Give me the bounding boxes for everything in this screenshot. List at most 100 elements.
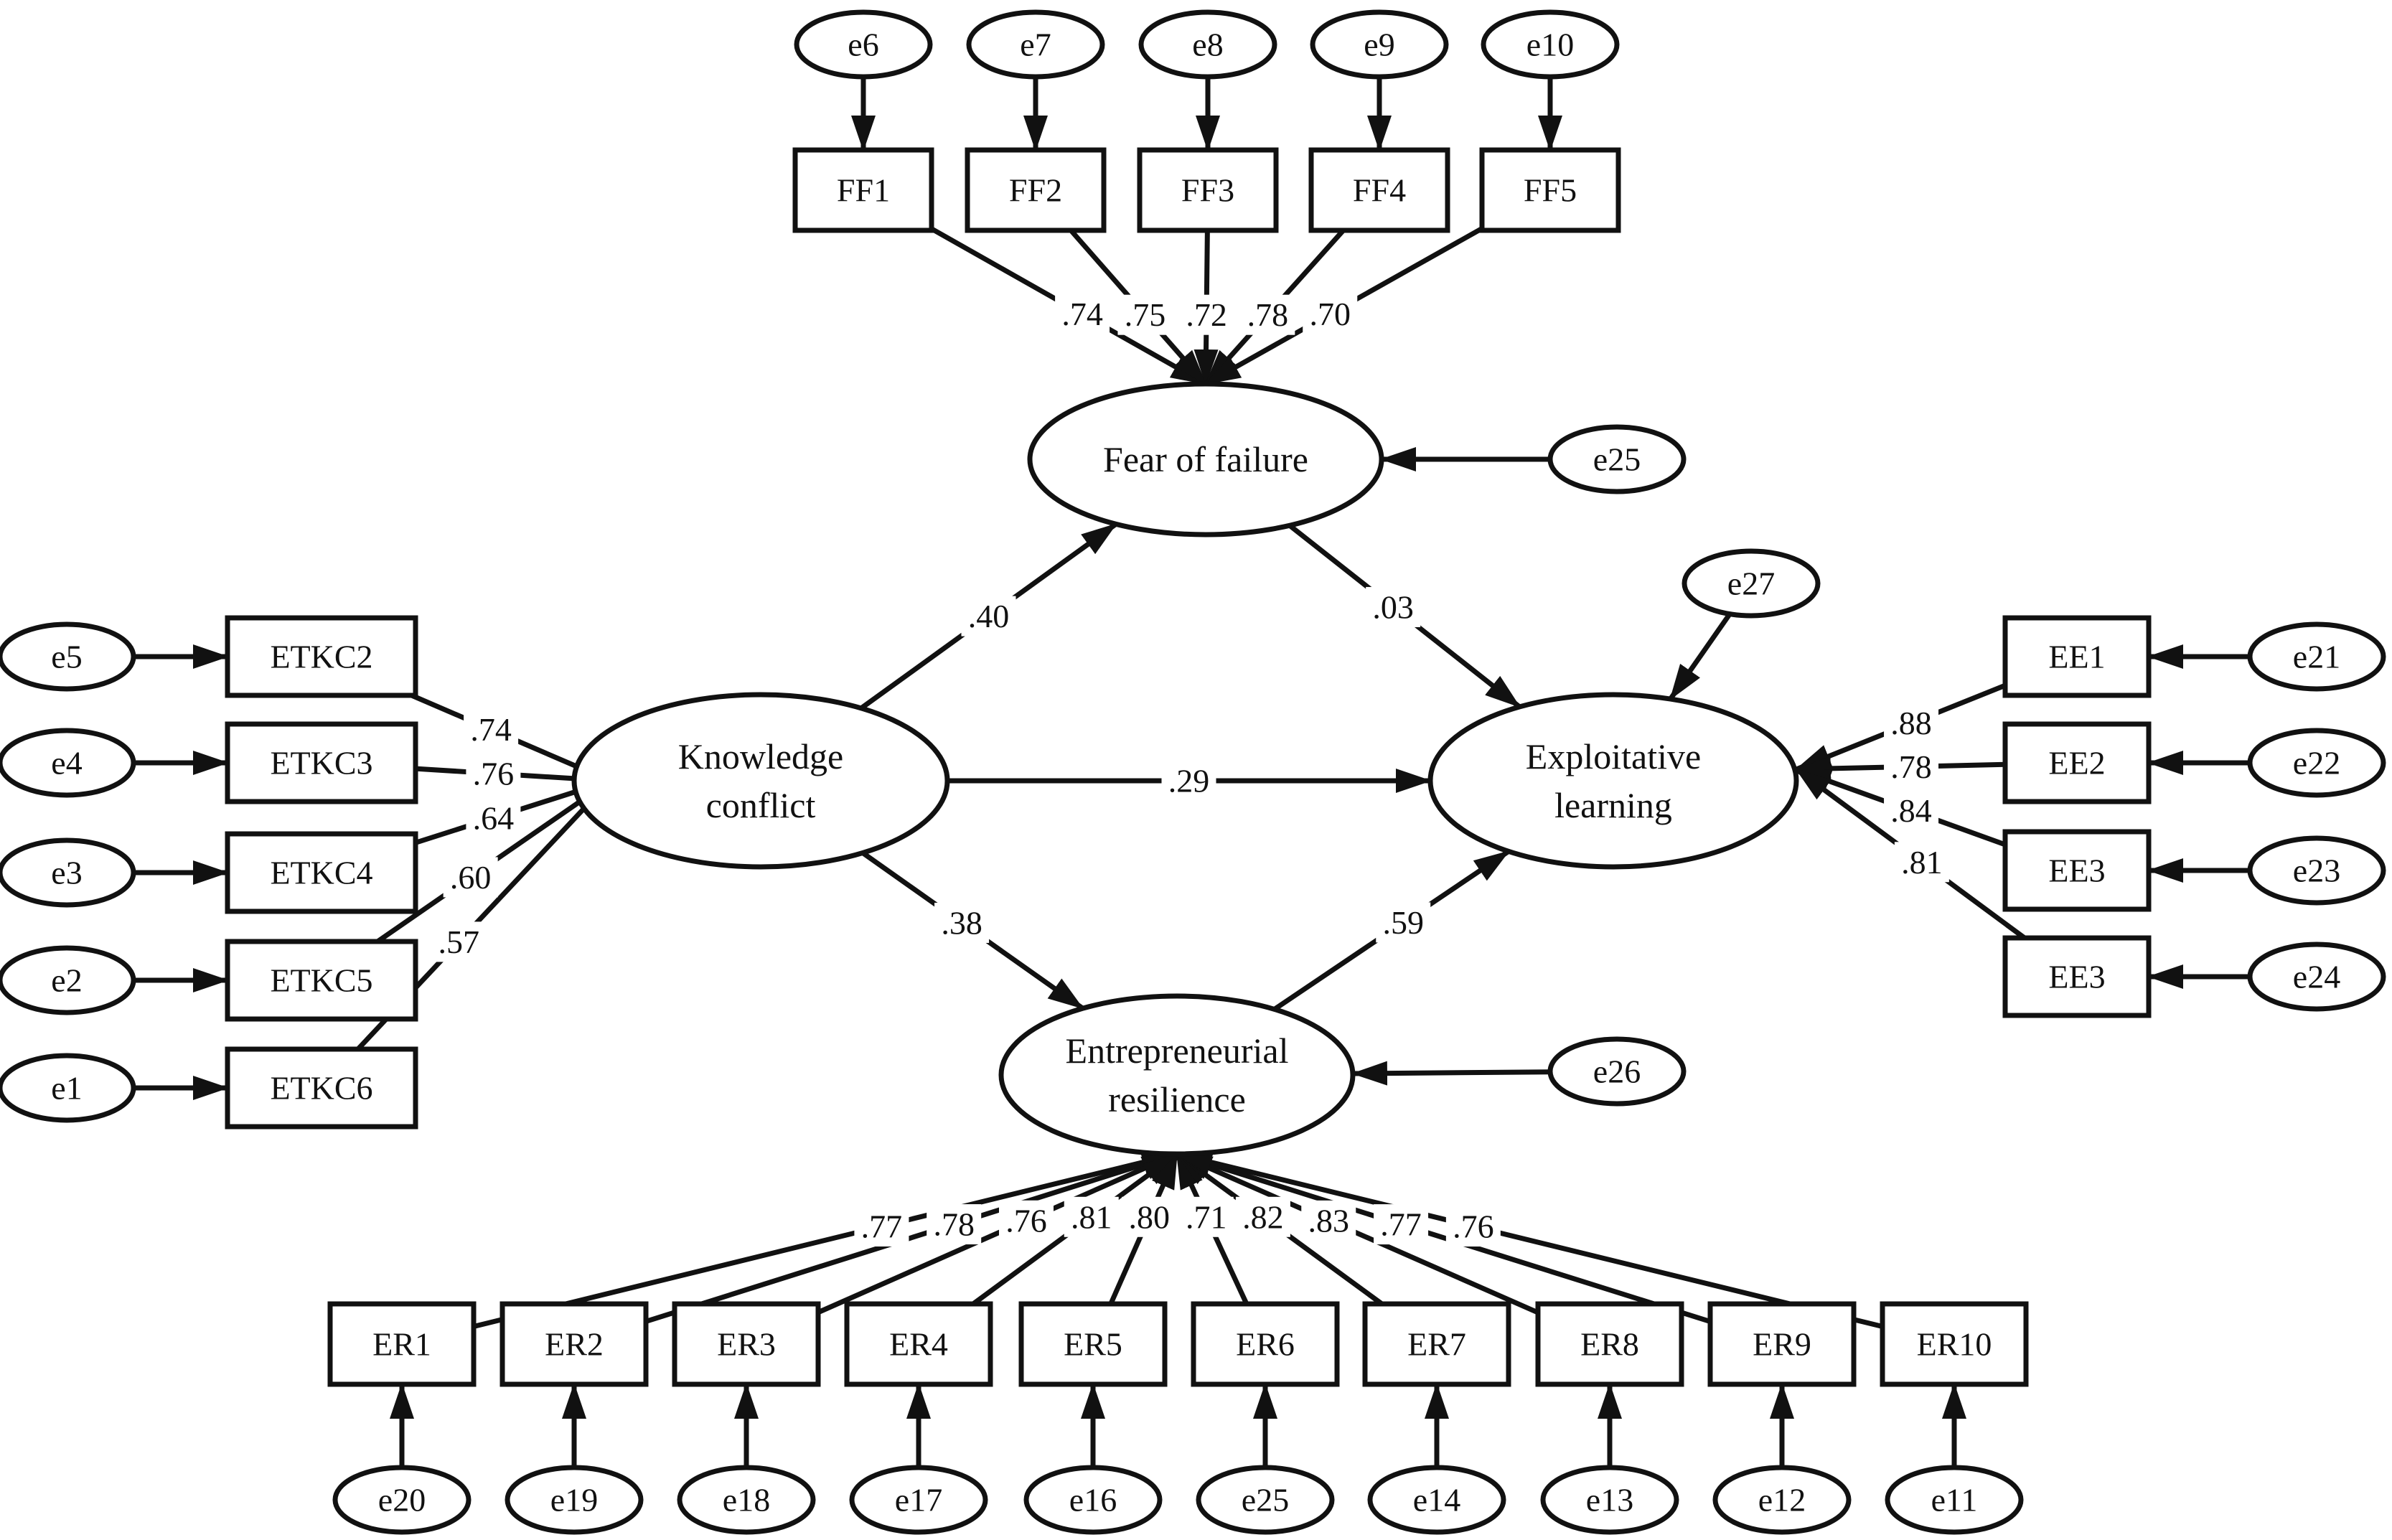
loading-ee-1-label-bg: [1884, 703, 1939, 743]
latent-knowledge-conflict: Knowledge conflict: [571, 692, 950, 870]
indicator-er6: ER6: [1191, 1301, 1340, 1387]
loading-ff4-label: .78: [1247, 296, 1289, 333]
error-e3-label: e3: [51, 855, 82, 891]
error-e13-8: e13: [1540, 1465, 1679, 1535]
error-e10-label: e10: [1526, 27, 1574, 63]
loading-ff2-label-bg: [1117, 294, 1173, 335]
indicator-etkc3: ETKC3: [225, 721, 418, 804]
error-e19-2-label: e19: [550, 1482, 598, 1518]
loading-etkc-5-label: .57: [438, 924, 479, 960]
loading-er10: [1176, 1150, 1883, 1329]
loading-er7-label-bg: [1235, 1196, 1290, 1237]
loading-er2-label: .78: [933, 1206, 975, 1243]
path-kc-to-fear-label: .40: [968, 598, 1010, 634]
loading-er3-label-bg: [999, 1200, 1054, 1241]
indicator-etkc5-label: ETKC5: [270, 962, 372, 999]
error-e2-label: e2: [51, 962, 82, 999]
loading-er6-label: .71: [1186, 1198, 1227, 1235]
loading-etkc-2-label-bg: [466, 753, 521, 794]
indicator-ff4-label: FF4: [1353, 172, 1406, 209]
indicator-etkc2-label: ETKC2: [270, 639, 372, 675]
path-er-to-el-label: .59: [1382, 904, 1424, 941]
indicator-etkc3-label: ETKC3: [270, 745, 372, 781]
indicator-er5: ER5: [1018, 1301, 1168, 1387]
indicator-ee3-4: EE3: [2002, 935, 2152, 1018]
error-e6: e6: [794, 9, 933, 80]
indicator-ff1-label: FF1: [837, 172, 890, 209]
loading-er8-label-bg: [1301, 1200, 1356, 1241]
error-e23: e23: [2247, 835, 2386, 906]
labels-layer: .40.29.38.03.59.74.75.72.78.70.74.76.64.…: [431, 294, 1949, 1247]
indicator-ff5-label: FF5: [1524, 172, 1577, 209]
latent-knowledge-conflict-label-line-1: Knowledge: [678, 736, 844, 776]
latent-exploitative-learning: Exploitative learning: [1427, 692, 1799, 870]
indicator-er10: ER10: [1880, 1301, 2029, 1387]
indicator-er9-label: ER9: [1753, 1326, 1811, 1363]
error-e17-4-label: e17: [895, 1482, 942, 1518]
error-e14-7: e14: [1367, 1465, 1506, 1535]
error-e19-2: e19: [505, 1465, 644, 1535]
error-e12-9-label: e12: [1758, 1482, 1806, 1518]
loading-ff2-label: .75: [1125, 296, 1166, 333]
path-e26-to-er: [1351, 1061, 1551, 1086]
indicator-er9: ER9: [1707, 1301, 1857, 1387]
latent-fear-of-failure: Fear of failure: [1027, 381, 1384, 537]
latent-exploitative-learning-label-line-1: Exploitative: [1526, 736, 1701, 776]
indicator-ee3-3: EE3: [2002, 829, 2152, 912]
loading-ee-3-label: .84: [1890, 792, 1932, 829]
error-e16-5: e16: [1023, 1465, 1163, 1535]
indicator-er8-label: ER8: [1580, 1326, 1639, 1363]
indicator-er10-label: ER10: [1917, 1326, 1992, 1363]
indicator-ff5: FF5: [1479, 147, 1621, 233]
loading-ee-2-label-bg: [1884, 746, 1939, 787]
error-e20-1: e20: [332, 1465, 472, 1535]
error-e25-6: e25: [1196, 1465, 1335, 1535]
latent-fear-of-failure-label-line-1: Fear of failure: [1103, 439, 1308, 479]
path-er-to-el-label-bg: [1376, 902, 1431, 943]
path-kc-to-er-label-bg: [934, 902, 990, 943]
error-e12-9: e12: [1712, 1465, 1852, 1535]
indicator-er4: ER4: [844, 1301, 993, 1387]
loading-ff1-label: .74: [1061, 296, 1103, 332]
indicator-ee3-4-label: EE3: [2048, 959, 2105, 995]
error-e5-label: e5: [51, 639, 82, 675]
loading-er3-label: .76: [1005, 1202, 1047, 1239]
loading-ff5-label: .70: [1310, 296, 1351, 332]
loading-er9-label: .77: [1380, 1206, 1422, 1243]
loading-ee-2-label: .78: [1890, 748, 1932, 785]
loading-er9: [1176, 1151, 1712, 1324]
latent-exploitative-learning-label-line-2: learning: [1554, 785, 1672, 825]
loading-ff5-label-bg: [1303, 294, 1358, 334]
loading-er8-label: .83: [1308, 1202, 1350, 1239]
loading-er1-label: .77: [861, 1208, 903, 1244]
indicator-er3: ER3: [672, 1301, 821, 1387]
indicator-er2-label: ER2: [545, 1326, 604, 1363]
latent-knowledge-conflict-label-line-2: conflict: [706, 785, 816, 825]
error-e21-label: e21: [2293, 639, 2340, 675]
indicator-er4-label: ER4: [889, 1326, 948, 1363]
error-e1: e1: [0, 1053, 136, 1123]
error-e7: e7: [966, 9, 1105, 80]
loading-er1: [473, 1150, 1178, 1329]
loading-etkc-1-label: .74: [470, 711, 512, 748]
error-e23-label: e23: [2293, 853, 2340, 889]
error-e18-3: e18: [677, 1465, 816, 1535]
loading-er9-label-bg: [1374, 1204, 1429, 1245]
loading-etkc-2-label: .76: [473, 755, 515, 792]
indicator-ee2-2: EE2: [2002, 721, 2152, 804]
path-fear-to-el-label: .03: [1372, 588, 1414, 625]
indicator-ee1-1: EE1: [2002, 615, 2152, 698]
loading-ff1-label-bg: [1055, 294, 1110, 334]
error-e11-10-label: e11: [1931, 1482, 1978, 1518]
indicator-er7: ER7: [1362, 1301, 1511, 1387]
error-e24: e24: [2247, 942, 2386, 1012]
error-e11-10: e11: [1885, 1465, 2024, 1535]
path-kc-to-er-label: .38: [941, 904, 982, 941]
error-e1-label: e1: [51, 1070, 82, 1107]
loading-etkc-3-label-bg: [466, 797, 521, 838]
indicator-ff1: FF1: [792, 147, 934, 233]
indicator-etkc6-label: ETKC6: [270, 1070, 372, 1107]
loading-etkc-4-label: .60: [450, 859, 492, 896]
path-e27-to-el: [1668, 612, 1732, 700]
